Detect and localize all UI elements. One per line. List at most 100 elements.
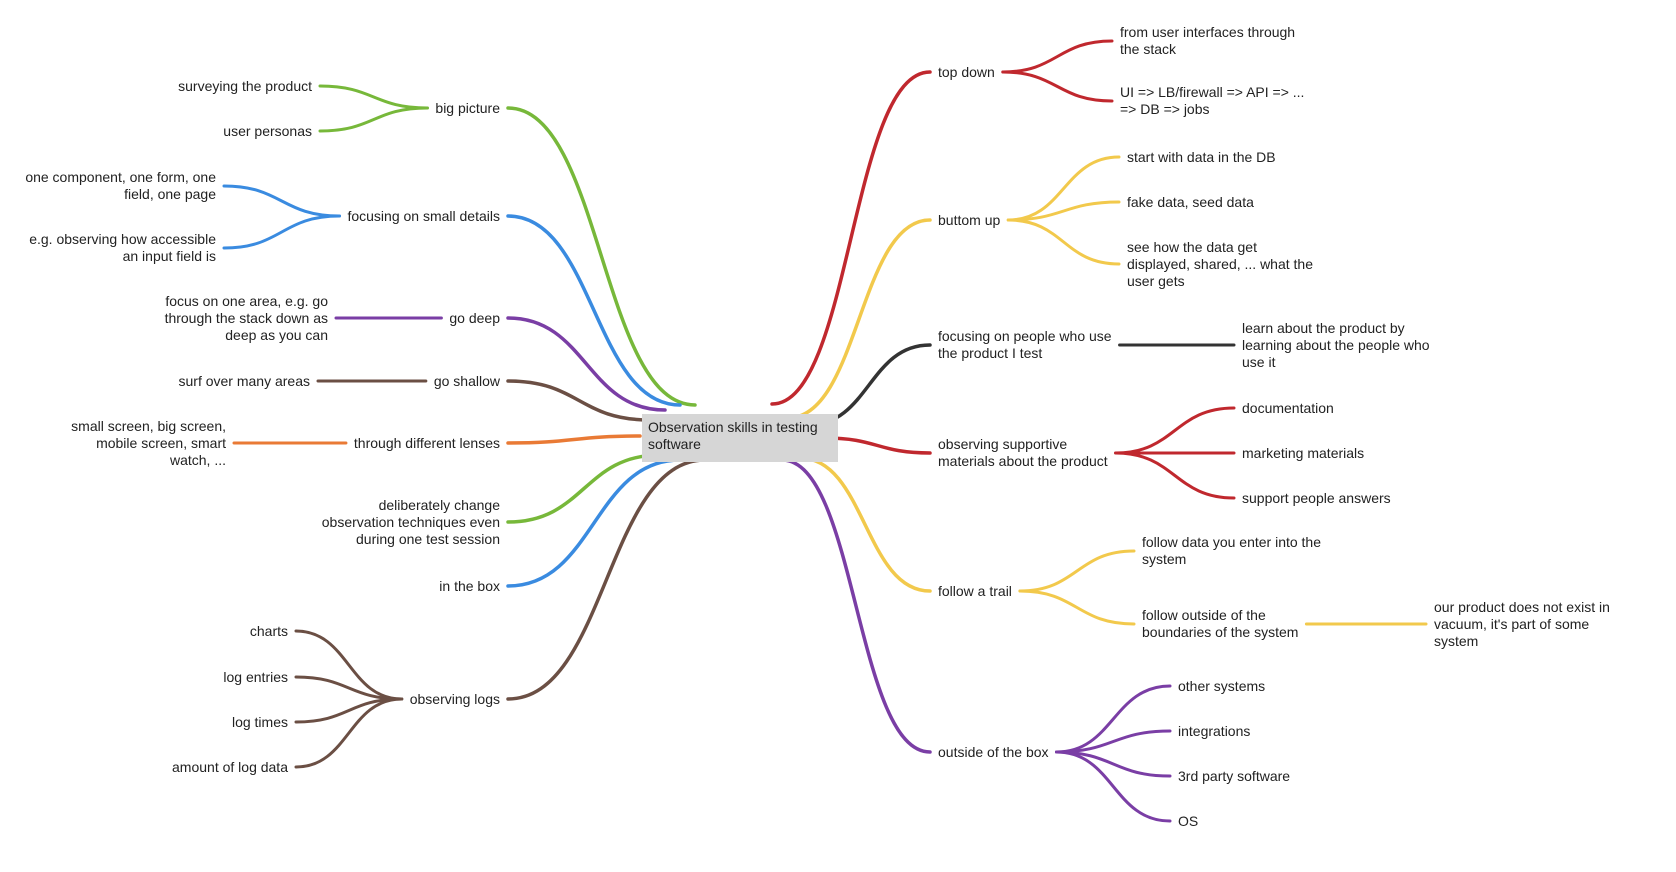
- leaf-connector: [1055, 684, 1172, 754]
- branch-connector: [506, 379, 652, 422]
- branch-node[interactable]: go deep: [449, 310, 500, 327]
- leaf-node-line: our product does not exist in: [1434, 598, 1610, 615]
- leaf-connector: [222, 184, 341, 218]
- branch-node[interactable]: big picture: [435, 100, 500, 117]
- leaf-node-line: field, one page: [124, 186, 216, 202]
- leaf-node-line: use it: [1242, 353, 1276, 370]
- leaf-node-line: user gets: [1127, 272, 1185, 289]
- leaf-connector: [222, 214, 341, 250]
- leaf-node[interactable]: start with data in the DB: [1127, 149, 1276, 166]
- branch-node-line: top down: [938, 63, 995, 80]
- leaf-node-line: 3rd party software: [1178, 767, 1291, 784]
- leaf-node[interactable]: fake data, seed data: [1127, 194, 1254, 211]
- leaf-node-line: small screen, big screen,: [71, 417, 226, 434]
- branch-connector: [506, 214, 682, 407]
- leaf-node[interactable]: documentation: [1242, 400, 1334, 417]
- leaf-node-line: vacuum, it's part of some: [1434, 615, 1590, 632]
- leaf-node[interactable]: surveying the product: [178, 78, 312, 95]
- leaf-node-line: deep as you can: [225, 326, 328, 343]
- leaf-node-line: marketing materials: [1242, 444, 1365, 461]
- leaf-node[interactable]: support people answers: [1242, 490, 1391, 507]
- leaf-node-line: UI => LB/firewall => API => ...: [1120, 84, 1305, 100]
- leaf-node-line: displayed, shared, ... what the: [1127, 255, 1313, 272]
- branch-node-line: buttom up: [938, 211, 1001, 228]
- branch-node[interactable]: go shallow: [434, 373, 500, 390]
- leaf-node[interactable]: amount of log data: [172, 759, 288, 776]
- branch-node-line: go shallow: [433, 372, 500, 389]
- branch-connector: [506, 316, 667, 412]
- leaf-node[interactable]: log entries: [223, 669, 288, 686]
- leaf-node[interactable]: integrations: [1178, 723, 1250, 740]
- branch-connector: [823, 436, 932, 455]
- leaf-node-line: system: [1434, 632, 1479, 649]
- branch-node[interactable]: in the box: [439, 578, 500, 595]
- leaf-node[interactable]: marketing materials: [1242, 445, 1364, 462]
- leaf-node-line: an input field is: [122, 248, 216, 264]
- leaf-connector: [294, 629, 404, 701]
- branch-node[interactable]: focusing on small details: [347, 208, 500, 225]
- leaf-connector: [1018, 549, 1136, 593]
- leaf-node[interactable]: other systems: [1178, 678, 1265, 695]
- leaf-connector: [1006, 200, 1121, 222]
- leaf-node-line: follow data you enter into the: [1142, 534, 1322, 550]
- branch-connector: [798, 456, 932, 593]
- branch-node-line: deliberately change: [378, 496, 500, 513]
- leaf-node-line: follow outside of the: [1142, 607, 1266, 623]
- leaf-node[interactable]: log times: [232, 714, 288, 731]
- branch-node[interactable]: outside of the box: [938, 744, 1049, 761]
- leaf-node-line: from user interfaces through: [1120, 24, 1296, 40]
- leaf-node-line: surveying the product: [178, 77, 312, 94]
- leaf-node-line: integrations: [1178, 722, 1251, 739]
- branch-node[interactable]: top down: [938, 64, 995, 81]
- leaf-node[interactable]: OS: [1178, 813, 1198, 830]
- leaf-node[interactable]: charts: [250, 623, 288, 640]
- leaf-node-line: learn about the product by: [1242, 319, 1405, 336]
- branch-connector: [506, 458, 707, 701]
- leaf-node-line: mobile screen, smart: [96, 434, 226, 451]
- leaf-node-line: OS: [1178, 812, 1199, 829]
- leaf-connector: [1055, 750, 1172, 823]
- leaf-node[interactable]: UI => LB/firewall => API => ...=> DB => …: [1120, 84, 1304, 118]
- leaf-connector: [1114, 406, 1236, 455]
- leaf-connector: [318, 106, 429, 133]
- branch-node-line: focusing on people who use: [938, 328, 1112, 344]
- leaf-node[interactable]: surf over many areas: [179, 373, 311, 390]
- leaf-node[interactable]: 3rd party software: [1178, 768, 1290, 785]
- branch-node[interactable]: buttom up: [938, 212, 1000, 229]
- leaf-node-line: learning about the people who: [1242, 336, 1430, 353]
- leaf-node-line: fake data, seed data: [1127, 193, 1254, 210]
- leaf-node-line: log entries: [223, 668, 288, 685]
- branch-node[interactable]: follow a trail: [938, 583, 1012, 600]
- leaf-node-line: documentation: [1242, 399, 1334, 416]
- leaf-node-line: log times: [231, 713, 288, 730]
- leaf-connector: [1001, 70, 1114, 103]
- leaf-node-line: see how the data get: [1127, 238, 1257, 255]
- branch-node-line: follow a trail: [938, 582, 1012, 599]
- branch-node-line: go deep: [449, 309, 500, 326]
- leaf-node[interactable]: user personas: [223, 123, 312, 140]
- leaf-connector: [1055, 729, 1172, 754]
- branch-node-line: big picture: [435, 99, 500, 116]
- leaf-connector: [1006, 218, 1121, 266]
- leaf-node-line: boundaries of the system: [1142, 624, 1299, 640]
- branch-node-line: in the box: [439, 577, 500, 594]
- branch-node[interactable]: through different lenses: [354, 435, 500, 452]
- leaf-node-line: watch, ...: [169, 451, 226, 468]
- leaf-node-line: focus on one area, e.g. go: [165, 292, 328, 309]
- leaf-node-line: through the stack down as: [164, 309, 328, 326]
- branch-node[interactable]: observing logs: [410, 691, 500, 708]
- leaf-node[interactable]: small screen, big screen,mobile screen, …: [71, 418, 226, 469]
